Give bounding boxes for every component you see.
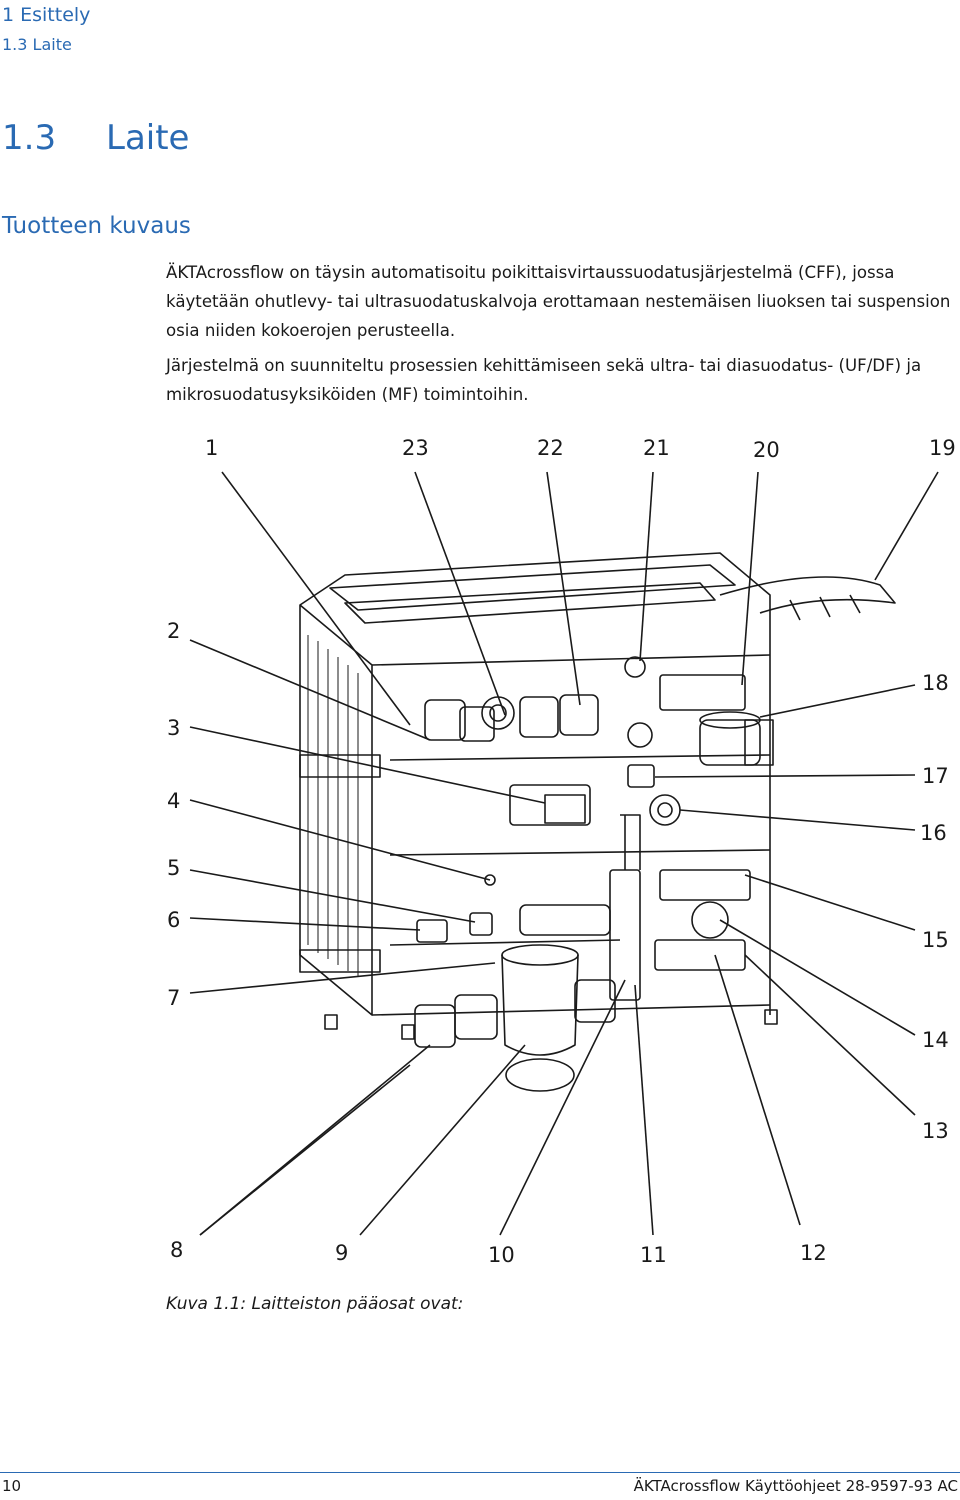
callout-2: 2 [167, 619, 180, 643]
footer-document-title: ÄKTAcrossflow Käyttöohjeet 28-9597-93 AC [633, 1477, 958, 1495]
callout-20: 20 [753, 438, 780, 462]
paragraph-1: ÄKTAcrossflow on täysin automatisoitu po… [166, 263, 951, 340]
callout-9: 9 [335, 1241, 348, 1265]
callout-3: 3 [167, 716, 180, 740]
section-label: Laite [106, 118, 190, 158]
callout-19: 19 [929, 436, 956, 460]
callout-labels: 1 23 22 21 20 19 2 3 4 5 6 7 18 17 16 15… [167, 436, 956, 1267]
callout-7: 7 [167, 986, 180, 1010]
callout-12: 12 [800, 1241, 827, 1265]
callout-4: 4 [167, 789, 180, 813]
figure-instrument-diagram: 1 23 22 21 20 19 2 3 4 5 6 7 18 17 16 15… [0, 425, 960, 1285]
leader-lines [189, 471, 939, 1236]
instrument-drawing: 1 23 22 21 20 19 2 3 4 5 6 7 18 17 16 15… [167, 436, 956, 1267]
callout-16: 16 [920, 821, 947, 845]
running-header-chapter: 1 Esittely [2, 4, 91, 26]
callout-18: 18 [922, 671, 949, 695]
callout-21: 21 [643, 436, 670, 460]
subheading: Tuotteen kuvaus [2, 213, 191, 239]
section-title: 1.3 Laite [2, 118, 189, 158]
callout-1: 1 [205, 436, 218, 460]
callout-11: 11 [640, 1243, 667, 1267]
callout-22: 22 [537, 436, 564, 460]
callout-13: 13 [922, 1119, 949, 1143]
figure-caption: Kuva 1.1: Laitteiston pääosat ovat: [166, 1294, 464, 1314]
footer-divider [0, 1472, 960, 1473]
callout-15: 15 [922, 928, 949, 952]
paragraph-2: Järjestelmä on suunniteltu prosessien ke… [166, 356, 922, 404]
callout-23: 23 [402, 436, 429, 460]
section-number: 1.3 [2, 118, 57, 158]
callout-10: 10 [488, 1243, 515, 1267]
callout-5: 5 [167, 856, 180, 880]
callout-17: 17 [922, 764, 949, 788]
footer-page-number: 10 [2, 1477, 22, 1495]
instrument-body [299, 552, 896, 1092]
callout-6: 6 [167, 908, 180, 932]
callout-8: 8 [170, 1238, 183, 1262]
callout-14: 14 [922, 1028, 949, 1052]
running-header-section: 1.3 Laite [2, 35, 72, 54]
